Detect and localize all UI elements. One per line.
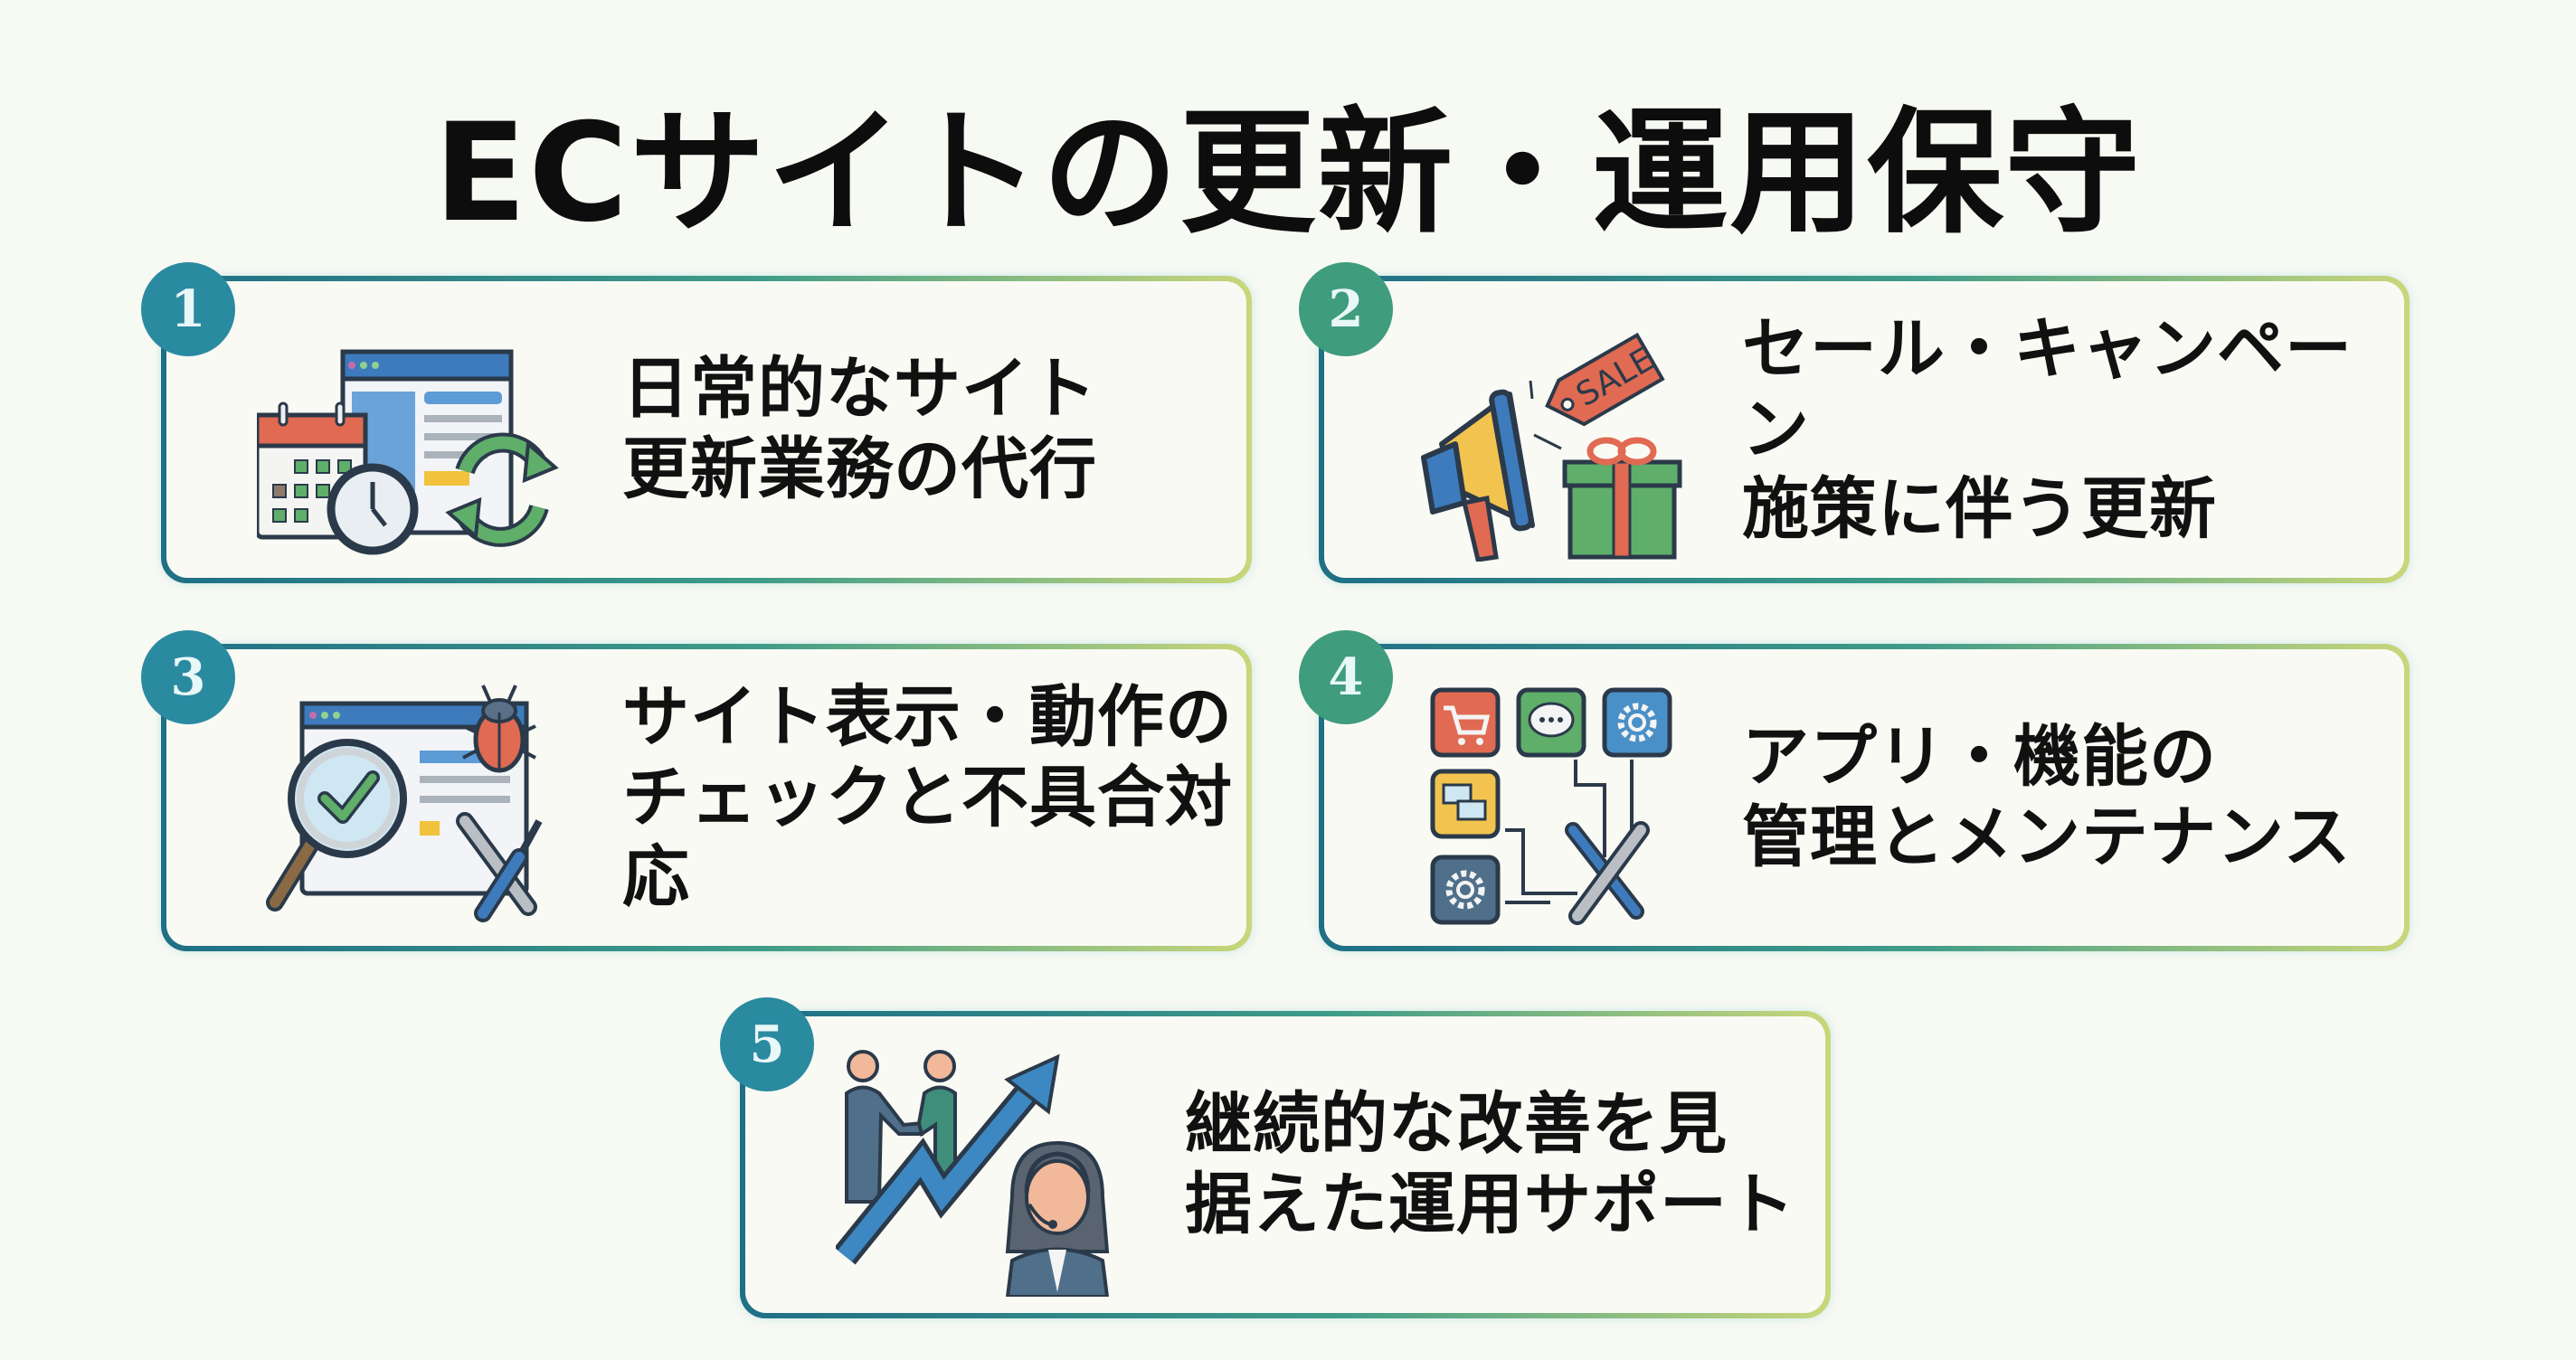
page-title: ECサイトの更新・運用保守 (433, 95, 2143, 252)
number-badge-3: 3 (141, 630, 235, 724)
number-badge-2: 2 (1299, 262, 1393, 356)
service-card-1: 日常的なサイト 更新業務の代行 (161, 276, 1252, 583)
megaphone-sale-tag-gift-icon: SALE (1415, 308, 1749, 562)
service-card-2: SALE セール・キャンペーン 施策に伴う更新 (1319, 276, 2410, 583)
service-card-3: サイト表示・動作の チェックと不具合対応 (161, 644, 1252, 951)
number-badge-1: 1 (141, 262, 235, 356)
number-badge-4: 4 (1299, 630, 1393, 724)
item-title-line1: アプリ・機能の (1742, 718, 2217, 797)
item-title-line1: 日常的なサイト (622, 350, 1097, 429)
handshake-growth-support-icon (834, 1044, 1170, 1299)
item-title-line2: チェックと不具合対応 (622, 758, 1233, 917)
item-title-line2: 据えた運用サポート (1185, 1166, 1795, 1243)
app-grid-tools-icon (1415, 676, 1749, 930)
item-title-line1: セール・キャンペーン (1742, 309, 2353, 468)
number-badge-5: 5 (720, 997, 814, 1091)
calendar-clock-browser-refresh-icon (254, 308, 592, 562)
item-title-line2: 更新業務の代行 (622, 430, 1097, 508)
item-title-line1: サイト表示・動作の (622, 677, 1233, 756)
item-title-line2: 管理とメンテナンス (1742, 798, 2352, 876)
service-card-4: アプリ・機能の 管理とメンテナンス (1319, 644, 2410, 951)
magnifier-bug-tools-icon (257, 676, 592, 930)
item-title-line2: 施策に伴う更新 (1742, 470, 2217, 549)
item-title-line1: 継続的な改善を見 (1185, 1085, 1728, 1164)
service-card-5: 継続的な改善を見 据えた運用サポート (740, 1011, 1831, 1318)
